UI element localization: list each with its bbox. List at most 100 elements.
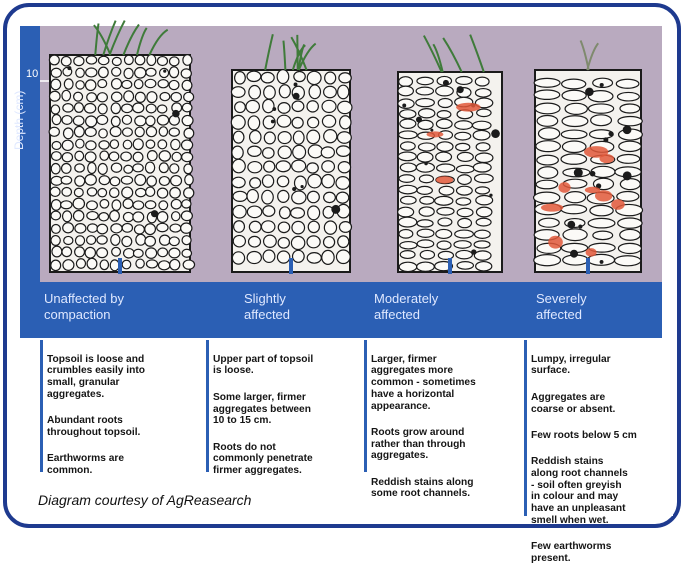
soil-aggregate	[86, 68, 97, 77]
soil-aggregate	[437, 142, 453, 152]
soil-aggregate	[110, 127, 121, 137]
soil-aggregate	[145, 79, 156, 87]
soil-aggregate	[539, 218, 560, 227]
soil-aggregate	[50, 187, 60, 196]
soil-pore	[443, 80, 449, 86]
soil-aggregate	[278, 146, 291, 158]
soil-aggregate	[110, 210, 120, 221]
soil-aggregate	[85, 80, 95, 91]
soil-aggregate	[62, 247, 72, 257]
soil-aggregate	[159, 163, 168, 173]
soil-aggregate	[63, 104, 73, 112]
soil-aggregate	[74, 126, 84, 137]
soil-aggregate	[477, 109, 491, 117]
soil-aggregate	[247, 252, 261, 264]
soil-aggregate	[562, 79, 586, 89]
soil-aggregate	[133, 164, 143, 172]
soil-aggregate	[234, 221, 245, 233]
soil-aggregate	[171, 199, 181, 209]
soil-aggregate	[232, 146, 243, 159]
soil-aggregate	[169, 237, 179, 246]
soil-pore	[430, 129, 433, 132]
soil-aggregate	[322, 115, 335, 127]
soil-aggregate	[617, 154, 640, 163]
soil-aggregate	[308, 221, 319, 232]
soil-aggregate	[134, 80, 143, 89]
soil-aggregate	[135, 92, 145, 102]
soil-aggregate	[417, 229, 434, 237]
soil-aggregate	[419, 207, 434, 216]
description-line: Reddish stains along root channels - soi…	[531, 456, 669, 526]
soil-aggregate	[136, 188, 146, 196]
soil-aggregate	[474, 251, 491, 260]
soil-aggregate	[398, 217, 416, 227]
soil-aggregate	[97, 236, 107, 244]
soil-aggregate	[85, 152, 96, 162]
soil-aggregate	[618, 116, 642, 125]
soil-aggregate	[63, 128, 73, 139]
soil-aggregate	[263, 206, 275, 217]
soil-aggregate	[339, 73, 351, 83]
soil-aggregate	[87, 93, 97, 102]
soil-pore	[471, 249, 476, 254]
soil-aggregate	[181, 69, 191, 78]
soil-aggregate	[147, 176, 156, 186]
soil-aggregate	[110, 140, 118, 149]
soil-aggregate	[534, 90, 560, 99]
soil-aggregate	[322, 161, 335, 173]
soil-aggregate	[435, 196, 453, 205]
soil-aggregate	[157, 57, 167, 66]
soil-aggregate	[51, 200, 61, 211]
soil-aggregate	[75, 247, 85, 257]
soil-aggregate	[291, 236, 304, 249]
soil-aggregate	[182, 80, 192, 90]
soil-aggregate	[324, 221, 336, 234]
soil-aggregate	[561, 154, 587, 164]
depth-axis-label: Depth (cm)	[12, 90, 26, 150]
soil-pore	[416, 117, 422, 123]
soil-aggregate	[307, 163, 318, 173]
soil-aggregate	[324, 192, 336, 202]
soil-aggregate	[538, 167, 558, 179]
soil-aggregate	[563, 229, 587, 241]
soil-pore	[67, 66, 71, 70]
soil-aggregate	[49, 55, 59, 65]
soil-aggregate	[51, 211, 61, 220]
soil-aggregate	[158, 261, 169, 270]
soil-aggregate	[146, 116, 155, 126]
soil-aggregate	[97, 224, 108, 234]
soil-aggregate	[292, 221, 305, 234]
soil-aggregate	[264, 161, 275, 172]
soil-aggregate	[420, 250, 434, 259]
soil-aggregate	[561, 205, 587, 214]
soil-aggregate	[122, 115, 131, 124]
soil-aggregate	[292, 160, 306, 172]
soil-aggregate	[456, 165, 474, 173]
soil-aggregate	[124, 68, 133, 78]
soil-aggregate	[562, 141, 586, 153]
soil-aggregate	[99, 176, 109, 185]
soil-aggregate	[145, 236, 156, 246]
soil-pore	[301, 185, 304, 188]
soil-aggregate	[278, 238, 289, 249]
soil-aggregate	[277, 70, 289, 84]
description-line: Reddish stains along some root channels.	[371, 477, 517, 500]
soil-aggregate	[398, 207, 414, 217]
soil-aggregate	[61, 176, 72, 184]
soil-aggregate	[86, 116, 97, 127]
soil-aggregate	[146, 187, 155, 196]
description-unaffected: Topsoil is loose and crumbles easily int…	[40, 340, 213, 472]
description-slightly: Upper part of topsoil is loose. Some lar…	[206, 340, 369, 472]
soil-aggregate	[100, 151, 109, 160]
soil-aggregate	[420, 197, 434, 205]
soil-aggregate	[122, 187, 133, 198]
soil-aggregate	[456, 76, 472, 84]
soil-aggregate	[307, 253, 321, 264]
soil-aggregate	[182, 200, 191, 208]
soil-aggregate	[184, 92, 194, 101]
soil-aggregate	[64, 79, 73, 89]
soil-aggregate	[182, 249, 191, 257]
soil-aggregate	[135, 55, 145, 65]
description-line: Few earthworms present.	[531, 541, 669, 564]
soil-aggregate	[146, 68, 156, 76]
